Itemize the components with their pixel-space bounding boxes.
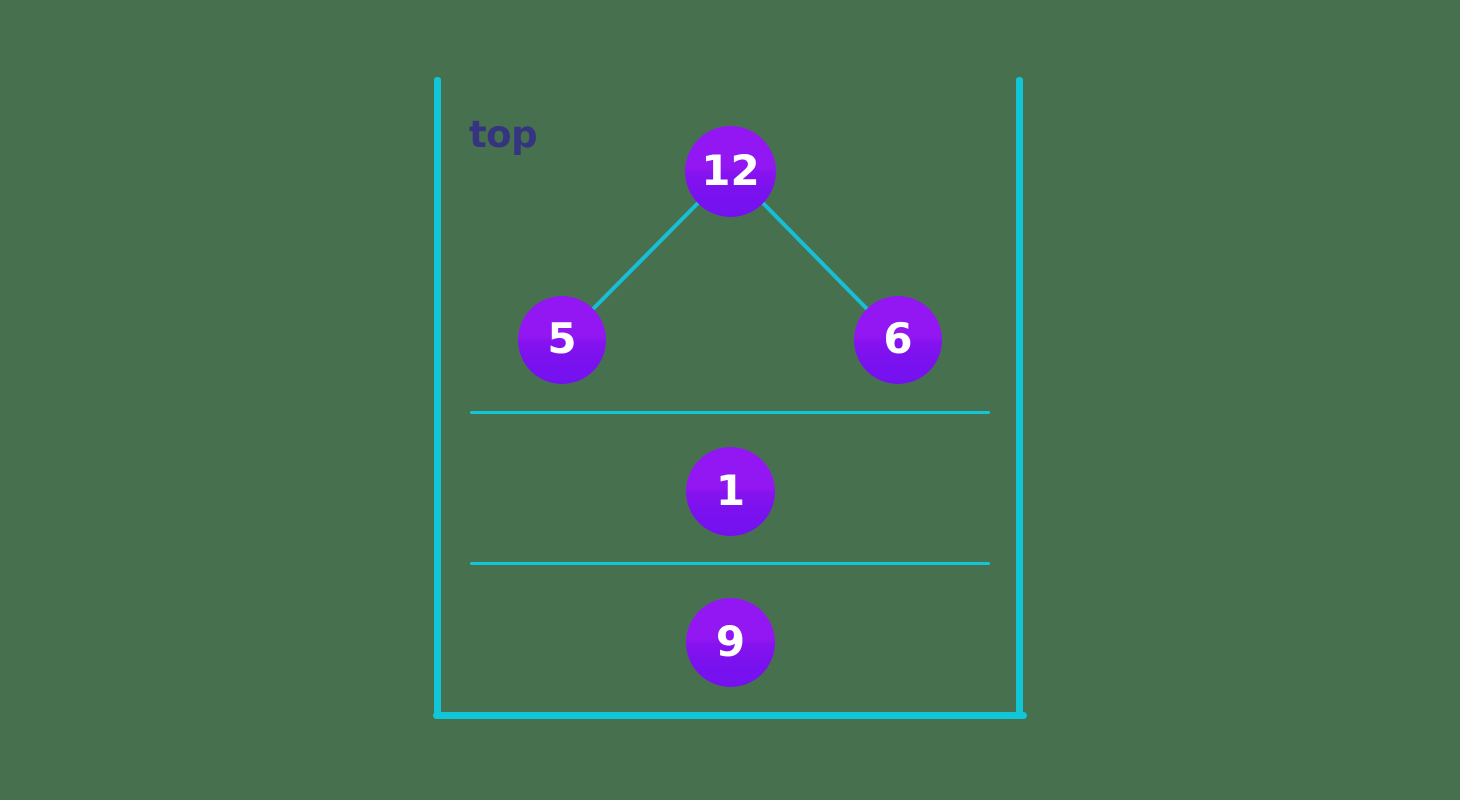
tree-node-5-label: 5 (547, 314, 577, 363)
tree-edge-12-to-5 (588, 197, 704, 314)
tree-edge-12-to-6 (757, 197, 872, 314)
stack-divider-1 (470, 411, 990, 414)
top-pointer-label: top (469, 113, 538, 156)
tree-node-1[interactable]: 1 (686, 447, 775, 536)
stack-container-bottom-wall (433, 712, 1027, 719)
tree-node-9-label: 9 (715, 616, 746, 666)
stack-container-right-wall (1016, 77, 1023, 718)
tree-node-5[interactable]: 5 (518, 296, 606, 384)
tree-node-6[interactable]: 6 (854, 296, 942, 384)
stack-container-left-wall (434, 77, 441, 718)
tree-node-9[interactable]: 9 (686, 598, 775, 687)
stack-divider-2 (470, 562, 990, 565)
tree-node-6-label: 6 (883, 314, 913, 363)
tree-node-12[interactable]: 12 (685, 126, 776, 217)
tree-node-1-label: 1 (715, 465, 746, 515)
tree-node-12-label: 12 (701, 145, 760, 195)
